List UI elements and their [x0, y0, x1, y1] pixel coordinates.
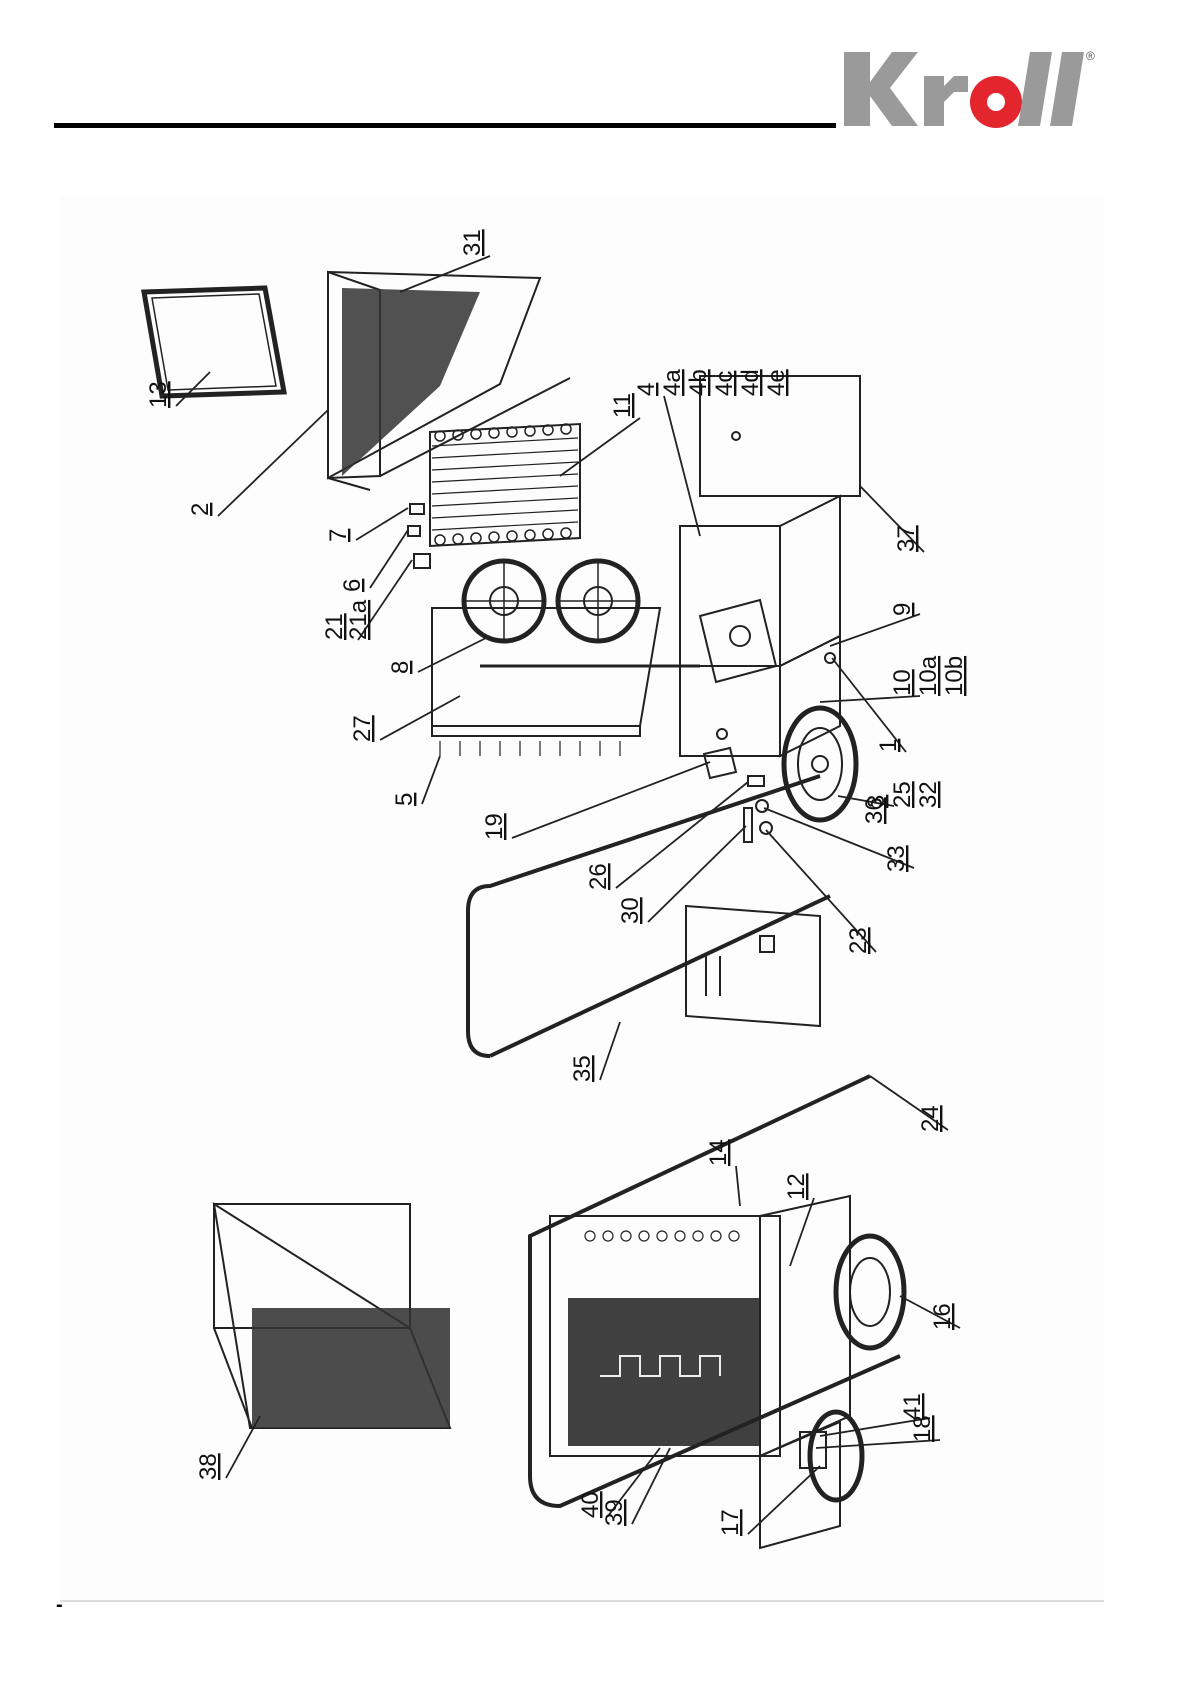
callout-38: 38: [195, 1453, 222, 1480]
callout-4c: 4c: [711, 371, 738, 396]
main-chassis: [680, 496, 840, 756]
callout-6: 6: [339, 579, 366, 592]
callout-3: 3: [863, 795, 890, 808]
filter-frame: [144, 288, 284, 396]
callout-17: 17: [717, 1509, 744, 1536]
callout-37: 37: [893, 525, 920, 552]
callout-32: 32: [915, 781, 942, 808]
callout-35: 35: [569, 1055, 596, 1082]
callout-24: 24: [917, 1105, 944, 1132]
assembled-cover: [214, 1204, 450, 1428]
callout-19: 19: [481, 813, 508, 840]
callout-10a: 10a: [915, 655, 942, 696]
callout-39: 39: [601, 1499, 628, 1526]
callout-5: 5: [391, 793, 418, 806]
callout-26: 26: [585, 863, 612, 890]
valve-parts: [408, 504, 430, 568]
callout-40: 40: [577, 1491, 604, 1518]
callout-21: 21: [321, 613, 348, 640]
callout-9: 9: [889, 603, 916, 616]
callout-18: 18: [909, 1415, 936, 1442]
callout-11: 11: [609, 393, 636, 418]
callout-16: 16: [929, 1303, 956, 1330]
handle-bar: [468, 776, 830, 1056]
callout-10: 10: [889, 669, 916, 696]
callout-27: 27: [349, 715, 376, 742]
condenser-coil: [430, 424, 580, 546]
callout-7: 7: [325, 529, 352, 542]
callout-1: 1: [875, 739, 902, 752]
callout-4d: 4d: [737, 369, 764, 396]
header-rule: [54, 123, 836, 128]
callout-4: 4: [633, 383, 660, 396]
fan-assembly: [432, 561, 700, 756]
callout-8: 8: [387, 661, 414, 674]
callout-23: 23: [845, 927, 872, 954]
callout-4e: 4e: [763, 369, 790, 396]
registered-mark: ®: [1086, 49, 1095, 63]
callout-31: 31: [459, 229, 486, 256]
callout-21a: 21a: [345, 599, 372, 640]
callout-30: 30: [617, 897, 644, 924]
callout-13: 13: [145, 381, 172, 408]
callout-4a: 4a: [659, 369, 686, 396]
page-footmark: -: [56, 1594, 63, 1617]
wheel: [784, 708, 856, 820]
kroll-logo: ®: [840, 46, 1102, 130]
callout-33: 33: [883, 845, 910, 872]
callout-25: 25: [889, 781, 916, 808]
callout-4b: 4b: [685, 369, 712, 396]
callout-14: 14: [705, 1139, 732, 1166]
control-panel: [686, 906, 820, 1026]
callout-10b: 10b: [941, 656, 968, 696]
callout-12: 12: [783, 1173, 810, 1200]
callout-2: 2: [187, 503, 214, 516]
